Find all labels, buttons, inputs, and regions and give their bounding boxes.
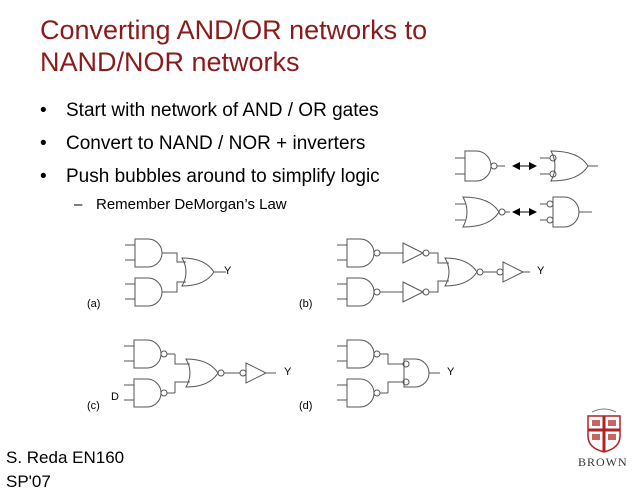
demorgan-nor-and: [455, 196, 592, 228]
bullet-item-2: • Convert to NAND / NOR + inverters: [40, 133, 365, 155]
footer-line-1: S. Reda EN160: [6, 448, 125, 467]
dash-glyph: –: [74, 196, 83, 213]
circuit-b: [337, 238, 530, 307]
bullet-glyph: •: [40, 100, 47, 121]
footer-line-2: SP'07: [6, 472, 51, 491]
bullet-item-3: • Push bubbles around to simplify logic: [40, 166, 380, 188]
circuit-d: [337, 339, 440, 408]
diagram-label-a: (a): [87, 298, 101, 310]
brown-shield-logo: [587, 408, 621, 453]
output-label-b: Y: [537, 265, 545, 277]
circuit-c: [124, 339, 276, 408]
circuit-a: [125, 238, 226, 307]
bullet-glyph: •: [40, 133, 47, 154]
demorgan-nand-or: [455, 150, 598, 182]
output-label-c: Y: [284, 366, 292, 378]
bullet-item-1: • Start with network of AND / OR gates: [40, 100, 379, 122]
diagram-label-c: (c): [87, 400, 100, 412]
bullet-text: Start with network of AND / OR gates: [66, 100, 379, 121]
sub-bullet-text: Remember DeMorgan’s Law: [96, 196, 287, 213]
slide-title: Converting AND/OR networks to NAND/NOR n…: [40, 14, 480, 78]
footer-credit: S. Reda EN160 SP'07: [6, 446, 124, 494]
bullet-text: Push bubbles around to simplify logic: [66, 166, 380, 187]
output-label-d: Y: [447, 366, 455, 378]
diagram-label-d: (d): [299, 400, 313, 412]
title-line-1: Converting AND/OR networks to: [40, 15, 428, 45]
bullet-glyph: •: [40, 166, 47, 187]
node-label-d: D: [111, 391, 119, 403]
gate-drawings: [124, 150, 598, 408]
output-label-a: Y: [224, 265, 232, 277]
diagram-label-b: (b): [299, 298, 313, 310]
title-line-2: NAND/NOR networks: [40, 47, 300, 77]
logic-diagrams: [124, 150, 621, 453]
sub-bullet-item: –Remember DeMorgan’s Law: [74, 196, 287, 213]
bullet-text: Convert to NAND / NOR + inverters: [66, 133, 366, 154]
brown-wordmark: BROWN: [578, 455, 628, 469]
